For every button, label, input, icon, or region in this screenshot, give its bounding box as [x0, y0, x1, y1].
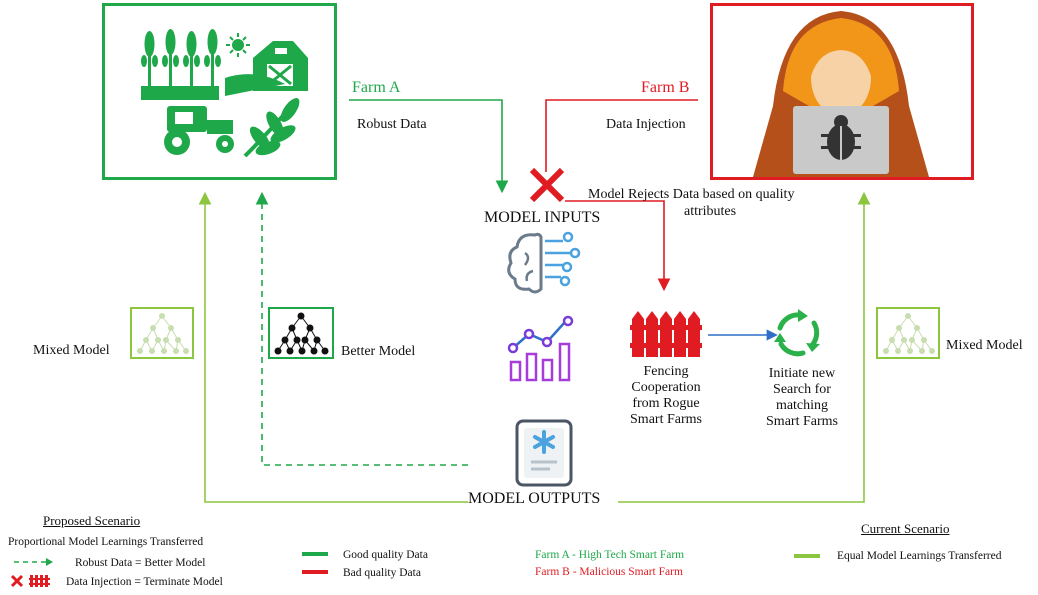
report-document-icon — [515, 419, 573, 487]
tractor-icon — [164, 106, 234, 155]
mixed-model-left-label: Mixed Model — [33, 343, 110, 358]
injection-legend-label: Data Injection = Terminate Model — [66, 576, 223, 588]
fencing-line-2: Cooperation — [631, 380, 701, 395]
smart-farm-icon — [141, 29, 308, 158]
outputs-to-farm-a-dashed-arrow — [255, 191, 468, 466]
proposed-scenario-subtitle: Proportional Model Learnings Transferred — [8, 536, 204, 548]
reject-x-icon — [529, 167, 565, 203]
search-text: Initiate new Search for matching Smart F… — [744, 366, 860, 430]
proposed-scenario-title: Proposed Scenario — [43, 513, 141, 528]
injection-legend-x-icon — [10, 574, 24, 588]
fencing-text: Fencing Cooperation from Rogue Smart Far… — [614, 364, 718, 428]
better-model-label: Better Model — [341, 344, 416, 359]
sun-icon — [226, 33, 250, 57]
fencing-line-1: Fencing — [643, 364, 689, 379]
farm-a-description: Farm A - High Tech Smart Farm — [535, 549, 685, 561]
robust-legend-label: Robust Data = Better Model — [75, 557, 206, 569]
robust-legend-dashed-arrow — [14, 558, 53, 566]
fencing-line-3: from Rogue — [632, 396, 700, 411]
farm-b-description: Farm B - Malicious Smart Farm — [535, 566, 683, 578]
farm-b-label: Farm B — [641, 79, 690, 96]
current-scenario-legend-line — [794, 554, 820, 558]
data-injection-label: Data Injection — [606, 117, 686, 132]
search-line-2: Search for — [773, 382, 831, 397]
current-scenario-title: Current Scenario — [861, 521, 950, 536]
outputs-to-farm-a-equal-arrow — [198, 191, 468, 503]
better-model-icon — [268, 307, 334, 359]
outputs-to-farm-b-equal-arrow — [618, 191, 871, 503]
farm-a-box — [102, 3, 337, 180]
mixed-model-left-icon — [130, 307, 194, 359]
search-line-4: Smart Farms — [766, 414, 838, 429]
ai-brain-icon — [507, 231, 581, 294]
refresh-search-icon — [774, 309, 820, 357]
good-quality-legend-line — [302, 552, 328, 574]
model-outputs-label: MODEL OUTPUTS — [468, 490, 601, 507]
leaf-branch-icon — [243, 98, 300, 158]
mixed-model-right-label: Mixed Model — [946, 338, 1023, 353]
fencing-line-4: Smart Farms — [630, 412, 702, 427]
robust-data-label: Robust Data — [357, 117, 427, 132]
farm-b-box — [710, 3, 974, 180]
reject-to-fencing-arrow — [565, 200, 671, 292]
search-line-1: Initiate new — [768, 366, 836, 381]
good-quality-label: Good quality Data — [343, 549, 428, 561]
farm-a-to-inputs-arrow — [349, 99, 509, 194]
mixed-model-right-icon — [876, 307, 940, 359]
analytics-chart-icon — [507, 315, 574, 382]
search-line-3: matching — [775, 398, 829, 413]
fence-icon — [630, 311, 702, 357]
reject-text-line1: Model Rejects Data based on quality — [588, 187, 795, 202]
reject-text-line2: attributes — [684, 204, 737, 219]
injection-legend-fence-icon — [29, 575, 50, 587]
hacker-icon — [753, 11, 929, 177]
farm-b-injection-line — [545, 99, 698, 172]
bad-quality-label: Bad quality Data — [343, 567, 421, 579]
barn-icon — [225, 41, 308, 96]
wheat-icon — [141, 29, 221, 100]
farm-a-label: Farm A — [352, 79, 401, 96]
current-scenario-label: Equal Model Learnings Transferred — [837, 550, 1002, 562]
model-inputs-label: MODEL INPUTS — [484, 209, 601, 226]
